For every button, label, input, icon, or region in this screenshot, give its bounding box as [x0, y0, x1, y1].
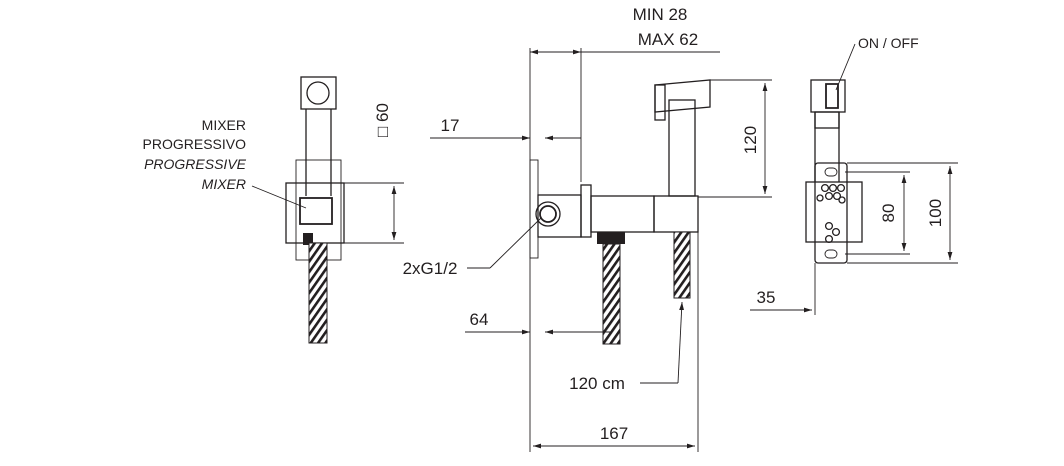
min-label: MIN 28	[633, 5, 688, 24]
dim-35-label: 35	[757, 288, 776, 307]
mixer-label-en-2: MIXER	[202, 176, 246, 192]
hose-label: 120 cm	[569, 374, 625, 393]
mixer-label-it-2: PROGRESSIVO	[143, 136, 247, 152]
thread-label: 2xG1/2	[403, 259, 458, 278]
dim-80-label: 80	[879, 204, 898, 223]
dim-167-label: 167	[600, 424, 628, 443]
on-off-label: ON / OFF	[858, 35, 919, 51]
dim-64-label: 64	[470, 310, 489, 329]
max-label: MAX 62	[638, 30, 698, 49]
mixer-label-it-1: MIXER	[202, 117, 246, 133]
dim-17-label: 17	[441, 116, 460, 135]
side-view: MIN 28 MAX 62 17 120 2xG1/2 64 120 cm 16…	[403, 5, 772, 452]
dim-100-label: 100	[926, 199, 945, 227]
rear-view: ON / OFF 35 80 100	[750, 35, 958, 315]
front-view: □ 60 MIXER PROGRESSIVO PROGRESSIVE MIXER	[143, 76, 404, 344]
dim-120-label: 120	[741, 126, 760, 154]
square-60-label: □ 60	[373, 103, 392, 137]
mixer-label-en-1: PROGRESSIVE	[144, 156, 247, 172]
